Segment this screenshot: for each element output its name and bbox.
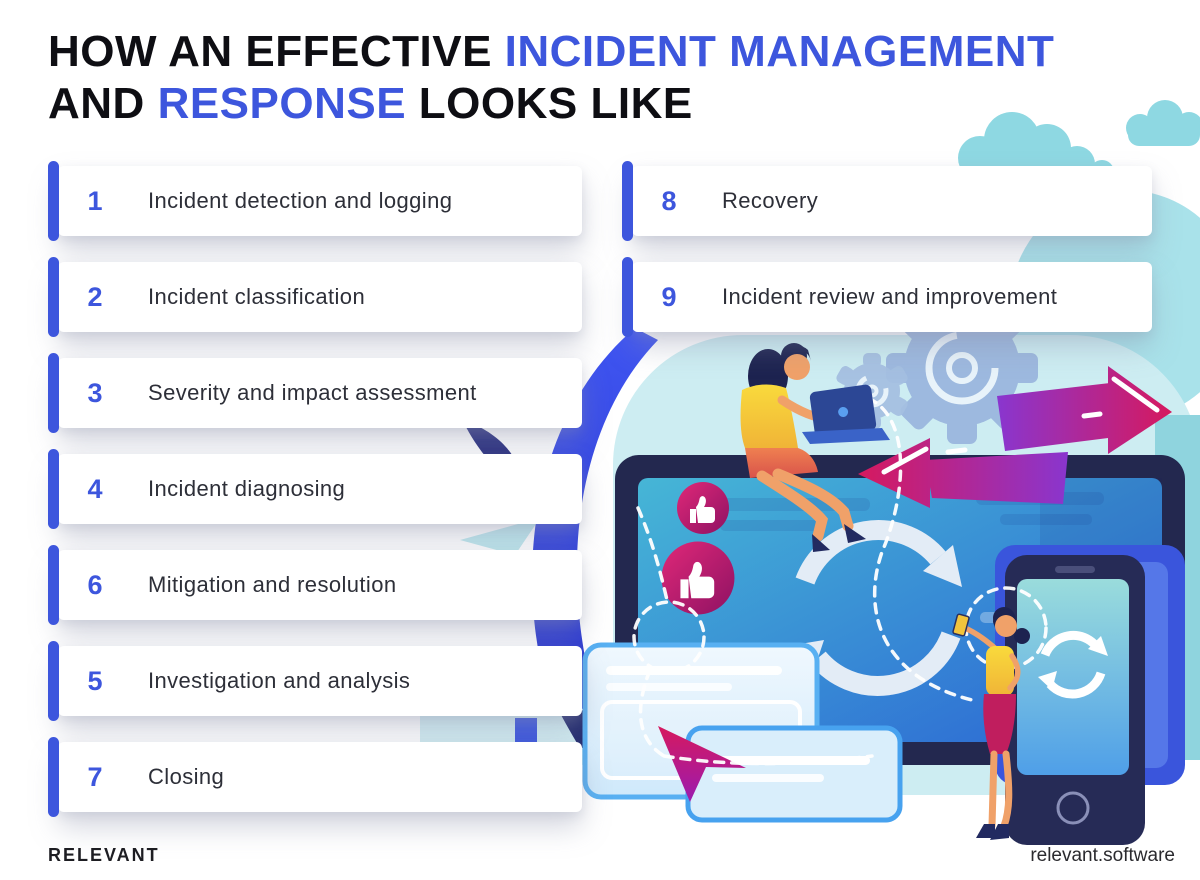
brand-logo: RELEVANT [48,845,160,865]
arrow-right-icon [997,366,1172,454]
step-label: Incident review and improvement [722,284,1058,309]
step-accent-bar [48,449,59,529]
website-url: relevant.software [1030,845,1175,866]
step-number: 5 [87,665,103,696]
step-number: 9 [661,281,677,312]
illustration [420,100,1200,845]
step-label: Investigation and analysis [148,668,411,693]
browser-panel [685,725,903,823]
title-segment-highlight: RESPONSE [157,79,407,128]
cursor-arrow-icon [658,726,746,802]
page-title: HOW AN EFFECTIVE INCIDENT MANAGEMENT AND… [48,26,1054,130]
step-label: Incident detection and logging [148,188,453,213]
title-segment: AND [48,79,158,128]
step-number: 6 [87,569,103,600]
step-accent-bar [622,161,633,241]
step-card: 5 Investigation and analysis [48,641,582,721]
step-number: 1 [87,185,103,216]
steps-column-right: 8 Recovery 9 Incident review and improve… [622,161,1152,337]
step-accent-bar [48,545,59,625]
step-number: 8 [661,185,677,216]
title-segment-highlight: INCIDENT MANAGEMENT [504,27,1055,76]
step-card: 3 Severity and impact assessment [48,353,582,433]
step-accent-bar [48,641,59,721]
title-segment: HOW AN EFFECTIVE [48,27,505,76]
cloud-icon [1126,100,1200,146]
step-accent-bar [622,257,633,337]
step-label: Incident classification [148,284,366,309]
step-accent-bar [48,737,59,817]
step-number: 3 [87,377,103,408]
step-accent-bar [48,257,59,337]
step-card: 2 Incident classification [48,257,582,337]
step-label: Incident diagnosing [148,476,346,501]
step-accent-bar [48,161,59,241]
step-card: 8 Recovery [622,161,1152,241]
step-number: 7 [87,761,103,792]
step-label: Closing [148,764,225,789]
woman-with-phone [952,607,1030,840]
refresh-icon [1038,630,1108,699]
step-accent-bar [48,353,59,433]
step-card: 4 Incident diagnosing [48,449,582,529]
woman-with-laptop [740,343,890,552]
step-label: Recovery [722,188,819,213]
step-label: Severity and impact assessment [148,380,477,405]
steps-column-left: 1 Incident detection and logging 2 Incid… [48,161,582,817]
arrow-left-icon [858,438,1068,508]
step-card: 9 Incident review and improvement [622,257,1152,337]
step-number: 2 [87,281,103,312]
step-card: 7 Closing [48,737,582,817]
step-label: Mitigation and resolution [148,572,397,597]
title-segment: LOOKS LIKE [406,79,693,128]
step-card: 6 Mitigation and resolution [48,545,582,625]
smartphone [1005,555,1145,845]
step-number: 4 [87,473,103,504]
thumbs-up-icon [661,482,735,615]
step-card: 1 Incident detection and logging [48,161,582,241]
